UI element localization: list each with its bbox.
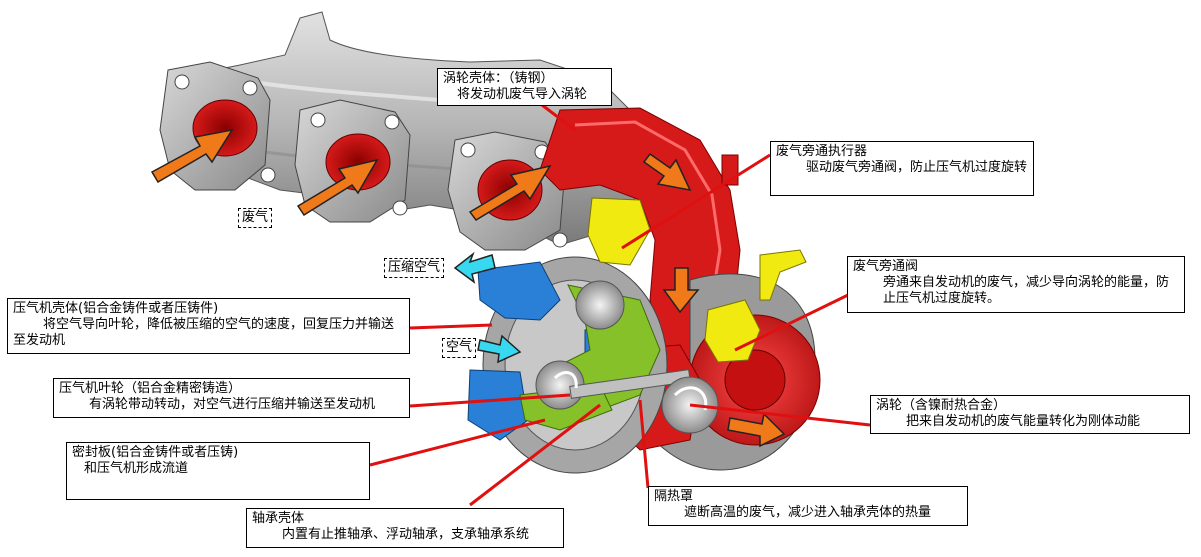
callout-seal-plate: 密封板(铝合金铸件或者压铸) 和压气机形成流道: [66, 442, 370, 500]
callout-seal-plate-title: 密封板(铝合金铸件或者压铸): [72, 445, 239, 460]
callout-compressor-housing-desc: 将空气导向叶轮，降低被压缩的空气的速度，回复压力并输送至发动机: [13, 317, 395, 348]
callout-heat-shield: 隔热罩 遮断高温的废气，减少进入轴承壳体的热量: [648, 486, 968, 526]
callout-wastegate-actuator: 废气旁通执行器 驱动废气旁通阀，防止压气机过度旋转: [770, 141, 1034, 196]
callout-turbine-wheel: 涡轮（含镍耐热合金） 把来自发动机的废气能量转化为刚体动能: [870, 395, 1190, 434]
callout-wastegate-valve: 废气旁通阀 旁通来自发动机的废气，减少导向涡轮的能量，防止压气机过度旋转。: [847, 256, 1185, 313]
callout-heat-shield-title: 隔热罩: [654, 489, 694, 504]
callout-wastegate-actuator-desc: 驱动废气旁通阀，防止压气机过度旋转: [806, 160, 1028, 175]
callout-compressor-wheel-desc: 有涡轮带动转动，对空气进行压缩并输送至发动机: [89, 397, 376, 412]
leader-lines: [369, 100, 871, 507]
callout-compressor-housing-title: 压气机壳体(铝合金铸件或者压铸件): [13, 301, 219, 316]
callout-compressor-wheel: 压气机叶轮（铝合金精密铸造） 有涡轮带动转动，对空气进行压缩并输送至发动机: [53, 378, 410, 418]
tag-exhaust: 废气: [238, 208, 273, 228]
callout-bearing-housing: 轴承壳体 内置有止推轴承、浮动轴承，支承轴承系统: [246, 508, 564, 548]
callout-compressor-housing: 压气机壳体(铝合金铸件或者压铸件) 将空气导向叶轮，降低被压缩的空气的速度，回复…: [7, 298, 410, 354]
callout-turbine-housing-title: 涡轮壳体：（铸钢）: [443, 71, 554, 86]
compressor-section: [467, 256, 719, 474]
callout-heat-shield-desc: 遮断高温的废气，减少进入轴承壳体的热量: [684, 505, 932, 520]
callout-turbine-housing: 涡轮壳体：（铸钢） 将发动机废气导入涡轮: [437, 68, 612, 106]
callout-wastegate-actuator-title: 废气旁通执行器: [776, 144, 868, 159]
callout-compressor-wheel-title: 压气机叶轮（铝合金精密铸造）: [59, 381, 242, 396]
callout-wastegate-valve-title: 废气旁通阀: [853, 259, 919, 274]
callout-turbine-housing-desc: 将发动机废气导入涡轮: [457, 87, 588, 102]
callout-wastegate-valve-desc: 旁通来自发动机的废气，减少导向涡轮的能量，防止压气机过度旋转。: [883, 275, 1170, 306]
tag-air: 空气: [442, 338, 477, 358]
callout-bearing-housing-title: 轴承壳体: [252, 511, 305, 526]
callout-bearing-housing-desc: 内置有止推轴承、浮动轴承，支承轴承系统: [282, 527, 530, 542]
air-flow-arrows: [453, 251, 522, 364]
callout-seal-plate-desc: 和压气机形成流道: [84, 461, 189, 476]
callout-turbine-wheel-desc: 把来自发动机的废气能量转化为刚体动能: [906, 414, 1141, 429]
exhaust-flow-arrows: [150, 128, 786, 448]
callout-turbine-wheel-title: 涡轮（含镍耐热合金）: [876, 398, 1007, 413]
tag-compressed-air: 压缩空气: [384, 258, 445, 278]
wastegate-actuator-parts: [587, 154, 807, 363]
